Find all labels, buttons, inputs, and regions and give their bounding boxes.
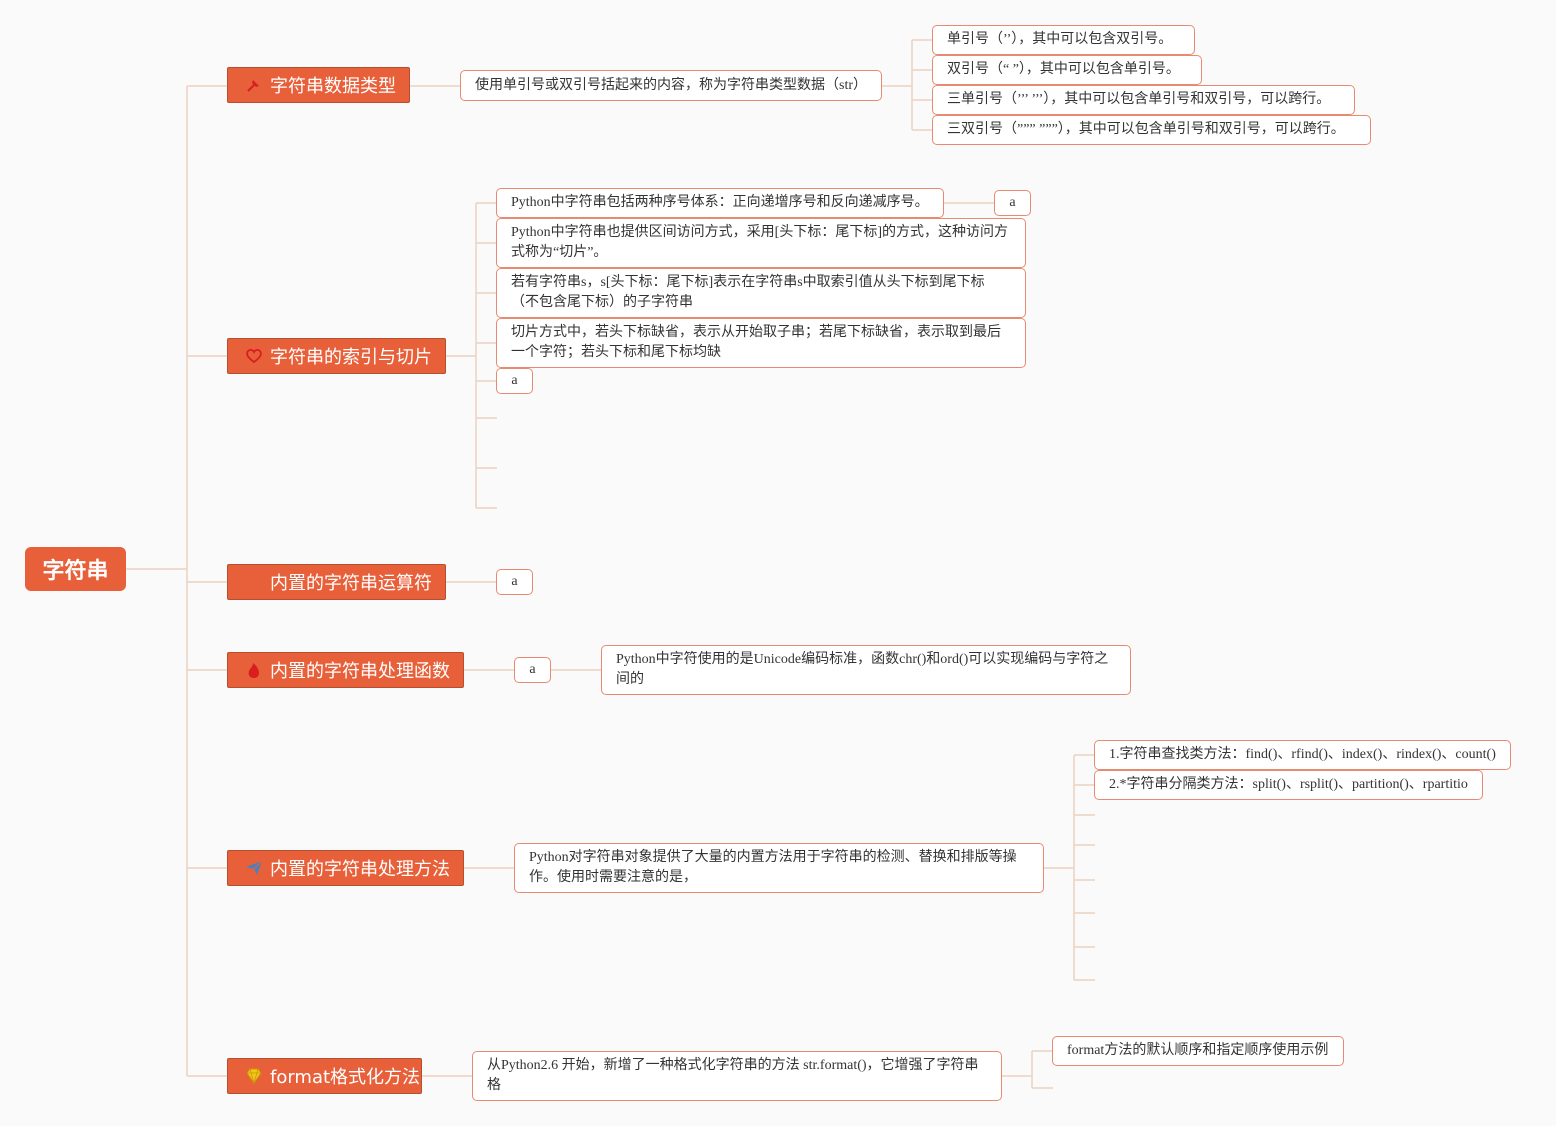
branch-label: 字符串数据类型 — [270, 76, 396, 97]
index-item-text: Python中字符串包括两种序号体系：正向递增序号和反向递减序号。 — [511, 195, 929, 210]
branch-label: 内置的字符串运算符 — [270, 573, 432, 594]
type-item-text: 双引号（“ ”），其中可以包含单引号。 — [947, 62, 1180, 77]
branch-format[interactable]: format格式化方法 — [227, 1058, 422, 1094]
type-item-box[interactable]: 双引号（“ ”），其中可以包含单引号。 — [932, 55, 1202, 85]
paper-plane-icon — [244, 858, 264, 878]
method-item-box[interactable]: 1.字符串查找类方法：find()、rfind()、index()、rindex… — [1094, 740, 1511, 770]
function-desc-text: Python中字符使用的是Unicode编码标准，函数chr()和ord()可以… — [616, 652, 1109, 687]
operator-item-box[interactable]: a — [496, 569, 533, 595]
format-item-text: format方法的默认顺序和指定顺序使用示例 — [1067, 1043, 1329, 1058]
type-item-text: 三双引号（””” ”””），其中可以包含单引号和双引号，可以跨行。 — [947, 122, 1345, 137]
type-desc-box[interactable]: 使用单引号或双引号括起来的内容，称为字符串类型数据（str） — [460, 70, 882, 101]
root-node[interactable]: 字符串 — [25, 547, 126, 591]
icon-placeholder — [244, 572, 264, 592]
index-item-box[interactable]: 若有字符串s，s[头下标：尾下标]表示在字符串s中取索引值从头下标到尾下标（不包… — [496, 268, 1026, 318]
root-label: 字符串 — [42, 559, 109, 584]
index-item-text: a — [511, 373, 518, 388]
index-item-text: 切片方式中，若头下标缺省，表示从开始取子串；若尾下标缺省，表示取到最后一个字符；… — [511, 325, 1001, 360]
type-item-box[interactable]: 三单引号（’’’ ’’’），其中可以包含单引号和双引号，可以跨行。 — [932, 85, 1355, 115]
branch-label: 字符串的索引与切片 — [270, 347, 432, 368]
format-item-box[interactable]: format方法的默认顺序和指定顺序使用示例 — [1052, 1036, 1344, 1066]
branch-string-type[interactable]: 字符串数据类型 — [227, 67, 410, 103]
function-item-box[interactable]: a — [514, 657, 551, 683]
type-item-text: 单引号（’’），其中可以包含双引号。 — [947, 32, 1173, 47]
index-item-box[interactable]: a — [496, 368, 533, 394]
function-item-text: a — [529, 662, 536, 677]
branch-label: format格式化方法 — [270, 1067, 421, 1088]
diamond-icon — [244, 1066, 264, 1086]
type-item-box[interactable]: 三双引号（””” ”””），其中可以包含单引号和双引号，可以跨行。 — [932, 115, 1371, 145]
branch-methods[interactable]: 内置的字符串处理方法 — [227, 850, 464, 886]
index-sub-box[interactable]: a — [994, 190, 1031, 216]
branch-label: 内置的字符串处理函数 — [270, 661, 450, 682]
operator-item-text: a — [511, 574, 518, 589]
branch-label: 内置的字符串处理方法 — [270, 859, 450, 880]
format-desc-text: 从Python2.6 开始，新增了一种格式化字符串的方法 str.format(… — [487, 1058, 979, 1093]
format-desc-box[interactable]: 从Python2.6 开始，新增了一种格式化字符串的方法 str.format(… — [472, 1051, 1002, 1101]
index-sub-text: a — [1009, 195, 1016, 210]
index-item-box[interactable]: 切片方式中，若头下标缺省，表示从开始取子串；若尾下标缺省，表示取到最后一个字符；… — [496, 318, 1026, 368]
method-desc-text: Python对字符串对象提供了大量的内置方法用于字符串的检测、替换和排版等操作。… — [529, 850, 1017, 885]
index-item-text: Python中字符串也提供区间访问方式，采用[头下标：尾下标]的方式，这种访问方… — [511, 225, 1008, 260]
branch-index-slice[interactable]: 字符串的索引与切片 — [227, 338, 446, 374]
method-item-box[interactable]: 2.*字符串分隔类方法：split()、rsplit()、partition()… — [1094, 770, 1483, 800]
type-item-text: 三单引号（’’’ ’’’），其中可以包含单引号和双引号，可以跨行。 — [947, 92, 1331, 107]
index-item-box[interactable]: Python中字符串包括两种序号体系：正向递增序号和反向递减序号。 — [496, 188, 944, 218]
branch-functions[interactable]: 内置的字符串处理函数 — [227, 652, 464, 688]
method-desc-box[interactable]: Python对字符串对象提供了大量的内置方法用于字符串的检测、替换和排版等操作。… — [514, 843, 1044, 893]
method-item-text: 2.*字符串分隔类方法：split()、rsplit()、partition()… — [1109, 777, 1468, 792]
type-item-box[interactable]: 单引号（’’），其中可以包含双引号。 — [932, 25, 1195, 55]
type-desc-text: 使用单引号或双引号括起来的内容，称为字符串类型数据（str） — [475, 77, 867, 93]
index-item-text: 若有字符串s，s[头下标：尾下标]表示在字符串s中取索引值从头下标到尾下标（不包… — [511, 275, 985, 310]
fire-icon — [244, 660, 264, 680]
method-item-text: 1.字符串查找类方法：find()、rfind()、index()、rindex… — [1109, 747, 1496, 762]
function-desc-box[interactable]: Python中字符使用的是Unicode编码标准，函数chr()和ord()可以… — [601, 645, 1131, 695]
branch-operators[interactable]: 内置的字符串运算符 — [227, 564, 446, 600]
pin-icon — [244, 75, 264, 95]
heart-icon — [244, 346, 264, 366]
index-item-box[interactable]: Python中字符串也提供区间访问方式，采用[头下标：尾下标]的方式，这种访问方… — [496, 218, 1026, 268]
